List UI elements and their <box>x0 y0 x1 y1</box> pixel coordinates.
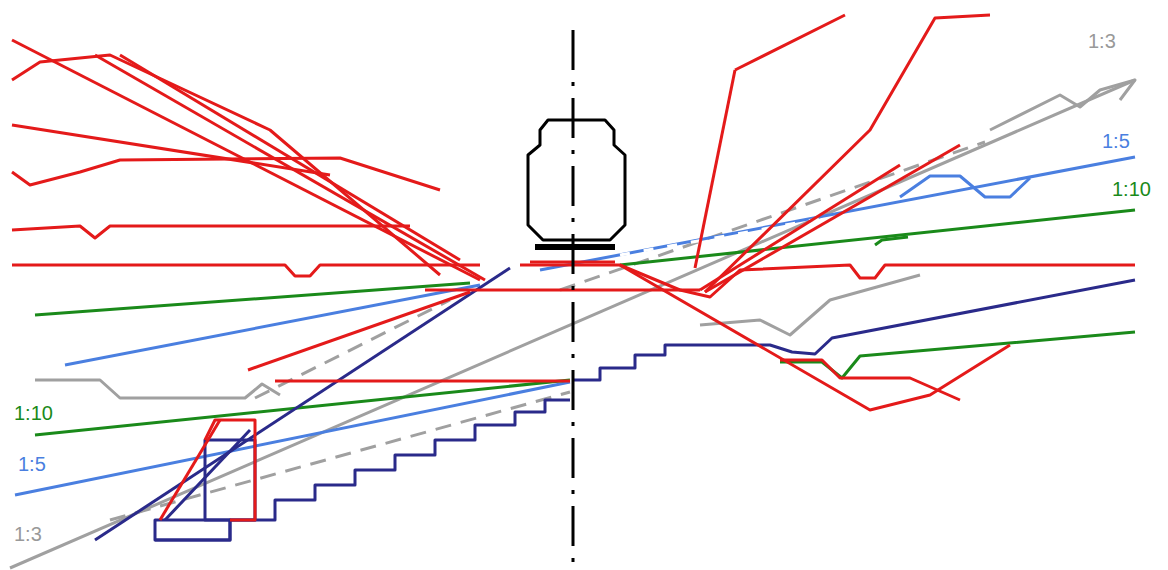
slope-label: 1:5 <box>16 453 48 475</box>
slope-label: 1:3 <box>1086 30 1118 52</box>
slope-label: 1:5 <box>1100 130 1132 152</box>
slope-label: 1:3 <box>12 523 44 545</box>
slope-label: 1:10 <box>1110 178 1153 200</box>
slope-label: 1:10 <box>12 402 55 424</box>
